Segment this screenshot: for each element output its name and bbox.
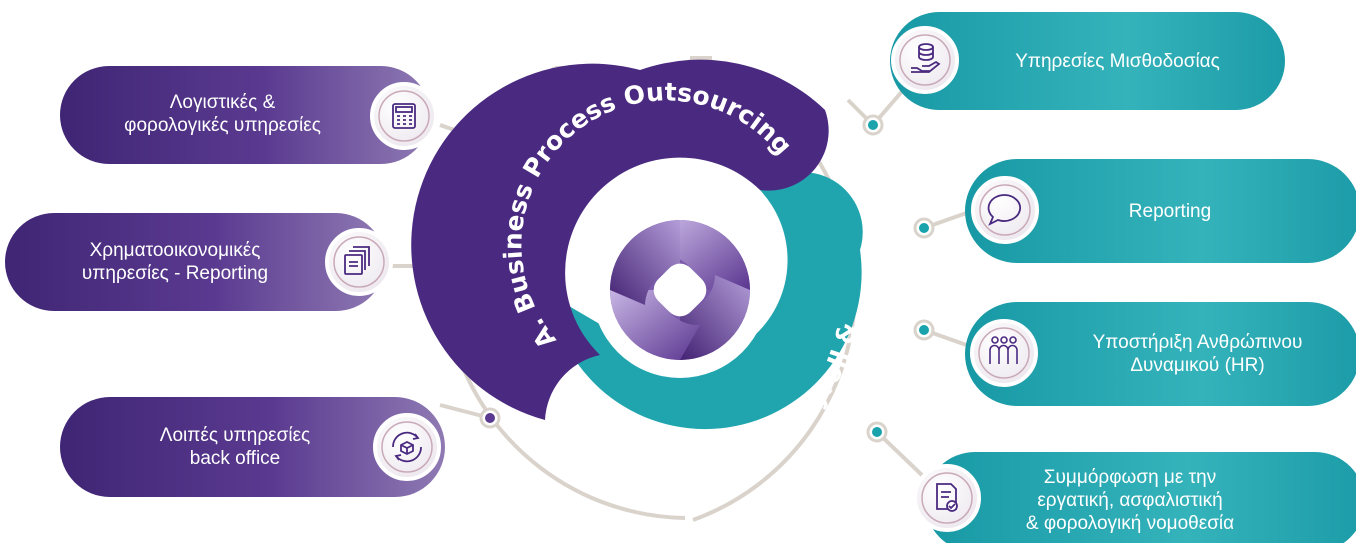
pill-accounting (60, 66, 430, 164)
label-reporting: Reporting (1050, 175, 1290, 247)
label-line: Λογιστικές & (169, 92, 276, 113)
label-hr: Υποστήριξη Ανθρώπινου Δυναμικού (HR) (1050, 318, 1345, 390)
label-payroll: Υπηρεσίες Μισθοδοσίας (965, 25, 1270, 97)
pill-hr (965, 302, 1356, 406)
badge-people (970, 319, 1038, 387)
badge-certified-document (913, 464, 981, 532)
label-line: φορολογικές υπηρεσίες (124, 115, 321, 136)
company-logo-icon (610, 220, 750, 360)
label-backoffice: Λοιπές υπηρεσίες back office (110, 411, 360, 483)
people-icon (989, 336, 1018, 364)
speech-bubble-icon (987, 194, 1021, 226)
pill-reporting (965, 159, 1356, 263)
pill-financial (5, 213, 385, 311)
calculator-icon (392, 103, 416, 129)
label-line: Χρηματοοικονομικές (89, 240, 261, 261)
pill-payroll (890, 12, 1285, 110)
label-line: Reporting (1128, 200, 1212, 222)
label-line: & φορολογική νομοθεσία (1025, 512, 1235, 534)
label-line: εργατική, ασφαλιστική (1037, 489, 1223, 511)
label-line: Συμμόρφωση με την (1043, 466, 1217, 488)
label-compliance: Συμμόρφωση με την εργατική, ασφαλιστική … (985, 457, 1275, 543)
label-line: Υποστήριξη Ανθρώπινου (1092, 332, 1303, 353)
label-line: Δυναμικού (HR) (1130, 355, 1265, 376)
pill-compliance (925, 452, 1356, 543)
right-connectors (846, 86, 976, 480)
pill-backoffice (60, 397, 445, 497)
badge-speech-bubble (971, 176, 1039, 244)
label-line: Υπηρεσίες Μισθοδοσίας (1015, 50, 1220, 72)
label-financial: Χρηματοοικονομικές υπηρεσίες - Reporting (30, 226, 320, 298)
label-line: Λοιπές υπηρεσίες (159, 425, 311, 446)
coins-hand-icon (911, 43, 941, 73)
cycle-box-icon (392, 431, 422, 463)
segment-bpo (411, 59, 829, 420)
documents-icon (344, 246, 370, 275)
label-line: back office (189, 448, 281, 469)
label-line: υπηρεσίες - Reporting (81, 263, 269, 284)
badge-documents (325, 228, 393, 296)
certified-document-icon (936, 483, 958, 512)
label-accounting: Λογιστικές & φορολογικές υπηρεσίες (90, 78, 355, 150)
segment-payroll-hr-body (550, 172, 863, 430)
